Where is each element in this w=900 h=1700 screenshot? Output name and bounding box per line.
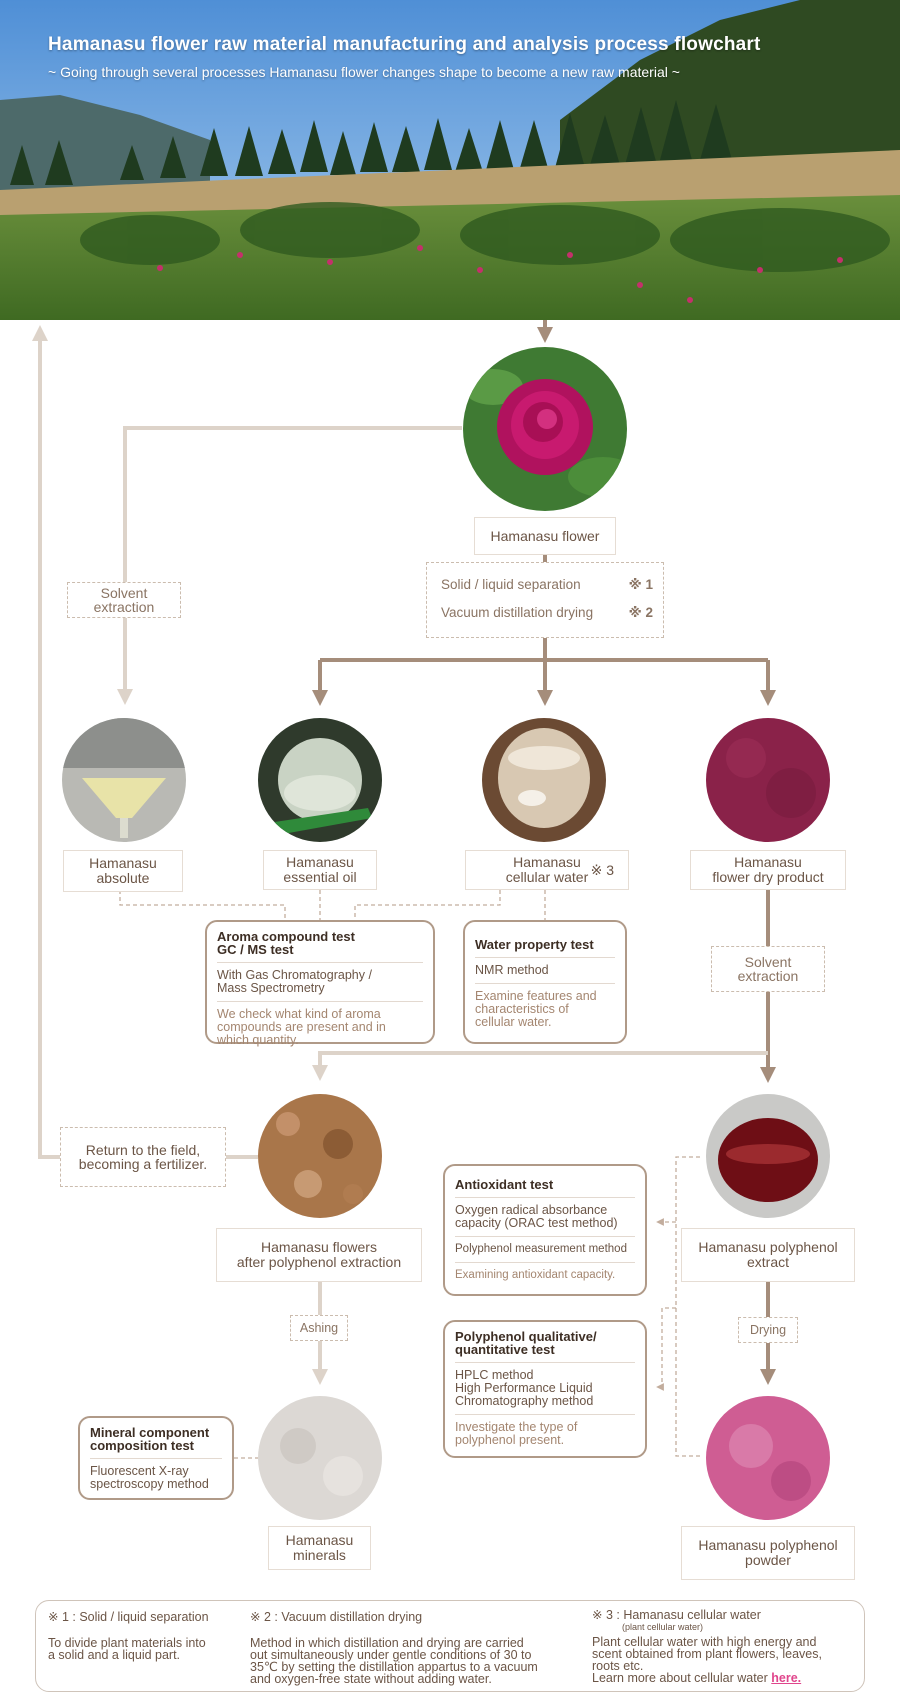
node-polyphenol-extract: Hamanasu polyphenol extract	[681, 1228, 855, 1282]
node-hamanasu-flower: Hamanasu flower	[474, 517, 616, 555]
footnote-1-body: To divide plant materials into a solid a…	[48, 1636, 206, 1662]
powder-icon	[706, 718, 830, 842]
mineral-test-method: Fluorescent X-ray spectroscopy method	[90, 1458, 222, 1491]
hamanasu-flower-photo	[463, 347, 627, 511]
arrow-return-to-field	[32, 325, 60, 1159]
water-test-desc: Examine features and characteristics of …	[475, 983, 615, 1029]
node-minerals: Hamanasu minerals	[268, 1526, 371, 1570]
liquid-icon	[706, 1094, 830, 1218]
ash-icon	[258, 1396, 382, 1520]
node-dry-product: Hamanasu flower dry product	[690, 850, 846, 890]
step-1-mark: ※ 1	[628, 577, 653, 592]
node-essential-oil: Hamanasu essential oil	[263, 850, 377, 890]
aroma-test-title: Aroma compound test GC / MS test	[217, 929, 355, 957]
polyphenol-test-method: HPLC method High Performance Liquid Chro…	[455, 1362, 635, 1408]
footnote-1-title: ※ 1 : Solid / liquid separation	[48, 1610, 209, 1624]
footnote-3: ※ 3 : Hamanasu cellular water (plant cel…	[592, 1608, 860, 1685]
hero-banner: Hamanasu flower raw material manufacturi…	[0, 0, 900, 320]
aroma-test-method: With Gas Chromatography / Mass Spectrome…	[217, 962, 423, 995]
antioxidant-test-title: Antioxidant test	[455, 1177, 554, 1192]
test-water-property: Water property test NMR method Examine f…	[463, 920, 627, 1044]
node-hamanasu-absolute: Hamanasu absolute	[63, 850, 183, 892]
footnotes-panel: ※ 1 : Solid / liquid separation To divid…	[35, 1600, 865, 1692]
page-subtitle: ~ Going through several processes Hamana…	[48, 64, 680, 80]
rose-icon	[463, 347, 627, 511]
antioxidant-test-method2: Polyphenol measurement method	[455, 1236, 635, 1256]
dash-extract-to-antioxidant	[675, 1156, 700, 1457]
cellular-water-note-mark: ※ 3	[590, 862, 614, 878]
process-solvent-extraction-left: Solvent extraction	[67, 582, 181, 618]
process-drying: Drying	[738, 1317, 798, 1343]
footnote-3-subtitle: (plant cellular water)	[622, 1622, 704, 1632]
page-title: Hamanasu flower raw material manufacturi…	[48, 34, 761, 55]
aroma-test-desc: We check what kind of aroma compounds ar…	[217, 1001, 423, 1047]
cellular-water-link[interactable]: here.	[771, 1671, 802, 1685]
step-2-mark: ※ 2	[628, 605, 653, 620]
absolute-photo	[62, 718, 186, 842]
polyphenol-test-title: Polyphenol qualitative/ quantitative tes…	[455, 1329, 597, 1357]
polyphenol-extract-photo	[706, 1094, 830, 1218]
cellular-water-text: Hamanasu cellular water	[505, 854, 589, 885]
process-ashing: Ashing	[290, 1315, 348, 1341]
step-vacuum-drying: Vacuum distillation drying	[441, 605, 594, 620]
dry-product-photo	[706, 718, 830, 842]
water-test-title: Water property test	[475, 937, 594, 952]
rose-field-illustration	[0, 0, 900, 320]
test-aroma-compound: Aroma compound test GC / MS test With Ga…	[205, 920, 435, 1047]
mineral-test-title: Mineral component composition test	[90, 1425, 210, 1453]
glass-icon	[62, 718, 186, 842]
process-return-field: Return to the field, becoming a fertiliz…	[60, 1127, 226, 1187]
footnote-1: ※ 1 : Solid / liquid separation To divid…	[48, 1610, 238, 1662]
footnote-2: ※ 2 : Vacuum distillation drying Method …	[250, 1610, 580, 1686]
flask-icon	[258, 718, 382, 842]
water-test-method: NMR method	[475, 957, 615, 977]
antioxidant-test-desc: Examining antioxidant capacity.	[455, 1262, 635, 1282]
node-polyphenol-powder: Hamanasu polyphenol powder	[681, 1526, 855, 1580]
dash-branch-polyphenol	[656, 1307, 676, 1391]
line-flower-to-absolute	[123, 426, 462, 582]
footnote-2-title: ※ 2 : Vacuum distillation drying	[250, 1610, 423, 1624]
arrow-to-after-extraction	[312, 1051, 768, 1081]
test-polyphenol: Polyphenol qualitative/ quantitative tes…	[443, 1320, 647, 1458]
water-glass-icon	[482, 718, 606, 842]
minerals-photo	[258, 1396, 382, 1520]
step-solid-liquid: Solid / liquid separation	[441, 577, 581, 592]
pink-powder-icon	[706, 1396, 830, 1520]
dash-absolute-to-aroma	[119, 890, 286, 920]
footnote-3-link-prefix: Learn more about cellular water	[592, 1671, 772, 1685]
node-cellular-water: Hamanasu cellular water ※ 3	[465, 850, 629, 890]
test-antioxidant: Antioxidant test Oxygen radical absorban…	[443, 1164, 647, 1296]
essential-oil-photo	[258, 718, 382, 842]
after-extraction-photo	[258, 1094, 382, 1218]
footnote-3-link-line: Learn more about cellular water here.	[592, 1671, 860, 1685]
footnote-3-title: ※ 3 : Hamanasu cellular water	[592, 1608, 761, 1622]
test-mineral-component: Mineral component composition test Fluor…	[78, 1416, 234, 1500]
footnote-2-body: Method in which distillation and drying …	[250, 1636, 538, 1686]
footnote-3-body: Plant cellular water with high energy an…	[592, 1635, 822, 1673]
petals-icon	[258, 1094, 382, 1218]
cellular-water-photo	[482, 718, 606, 842]
polyphenol-test-desc: Investigate the type of polyphenol prese…	[455, 1414, 635, 1447]
node-after-extraction: Hamanasu flowers after polyphenol extrac…	[216, 1228, 422, 1282]
polyphenol-powder-photo	[706, 1396, 830, 1520]
antioxidant-test-method: Oxygen radical absorbance capacity (ORAC…	[455, 1197, 635, 1230]
dash-water-to-aroma	[354, 890, 501, 920]
process-solvent-extraction-right: Solvent extraction	[711, 946, 825, 992]
process-steps-box: Solid / liquid separation ※ 1 Vacuum dis…	[426, 562, 664, 638]
